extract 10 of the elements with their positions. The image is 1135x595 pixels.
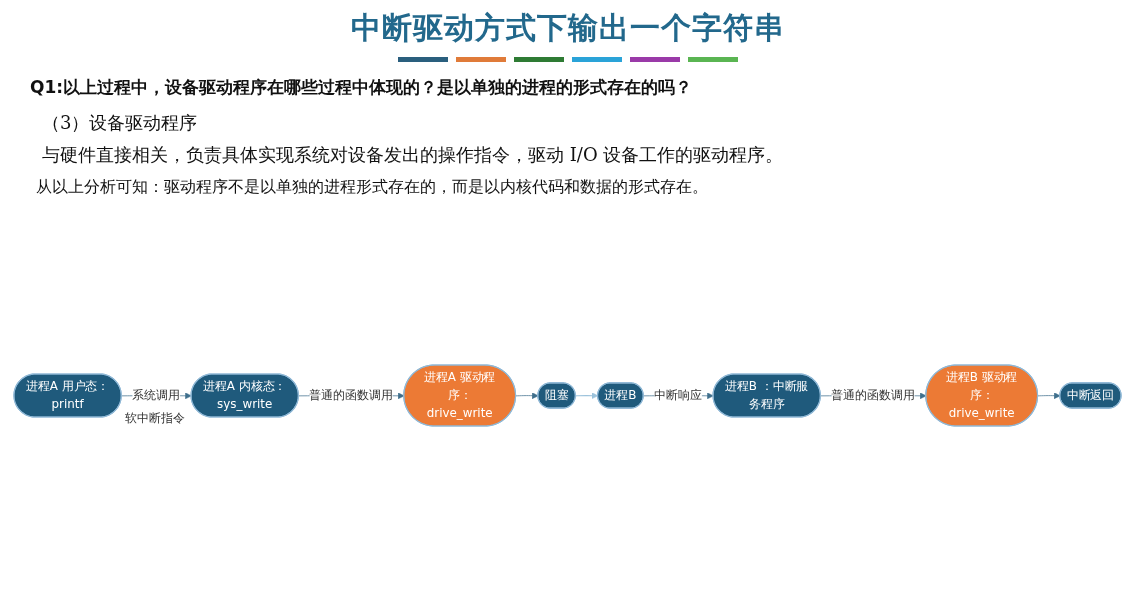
- edge-label: 普通的函数调用: [831, 388, 915, 403]
- question-text: Q1:以上过程中，设备驱动程序在哪些过程中体现的？是以单独的进程的形式存在的吗？: [30, 76, 693, 99]
- definition-text: 与硬件直接相关，负责具体实现系统对设备发出的操作指令，驱动 I/O 设备工作的驱动程序。: [42, 143, 784, 167]
- edge-label: 中断响应: [654, 388, 702, 403]
- edge-label: 普通的函数调用: [309, 388, 393, 403]
- section-heading: （3）设备驱动程序: [42, 111, 198, 135]
- note-text: 软中断指令: [125, 411, 185, 426]
- conclusion-text: 从以上分析可知：驱动程序不是以单独的进程形式存在的，而是以内核代码和数据的形式存在。: [36, 177, 708, 198]
- title: 中断驱动方式下输出一个字符串: [350, 9, 785, 47]
- edge-label: 系统调用: [132, 388, 180, 403]
